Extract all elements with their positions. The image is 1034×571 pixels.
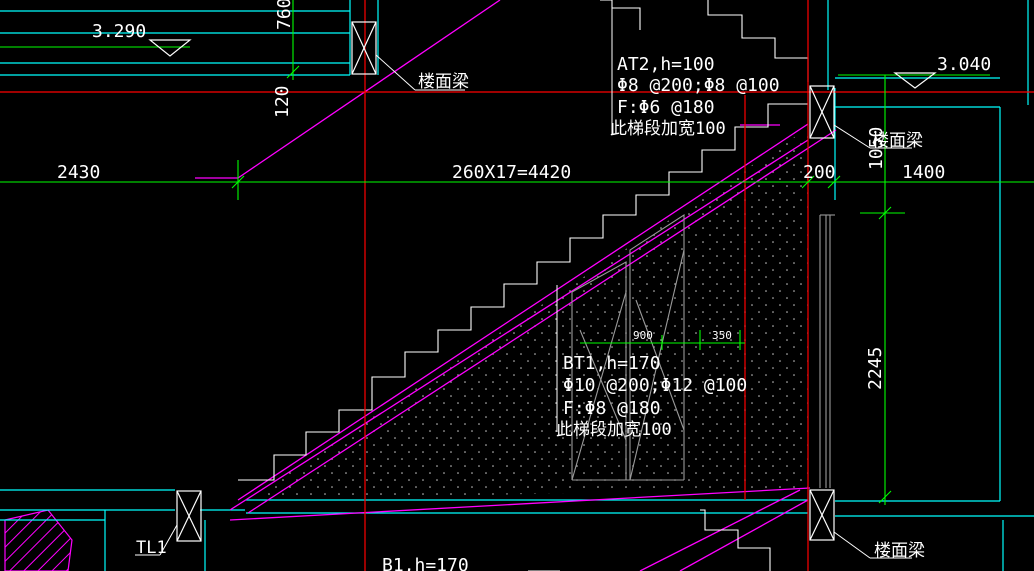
dim-right-span: 1400 [902, 162, 945, 183]
dim-beam-gap: 200 [803, 162, 836, 183]
beam-box-bottom-right [809, 489, 835, 541]
elevation-marker-right [893, 72, 937, 89]
elevation-right: 3.040 [937, 54, 991, 75]
hatched-section [4, 509, 73, 571]
label-floor-beam-right: 楼面梁 [872, 131, 923, 151]
beam-box-bottom-left [176, 490, 202, 542]
at2-title: AT2,h=100 [617, 54, 715, 75]
bt1-note: 此梯段加宽100 [556, 420, 672, 440]
dim-inner-350: 350 [712, 329, 732, 342]
dim-left-span: 2430 [57, 162, 100, 183]
beam-box-top-right [809, 85, 835, 139]
label-column-tl: TL1 [136, 538, 167, 558]
rebar-outline [571, 213, 835, 488]
dim-vertical-2245: 2245 [865, 347, 886, 390]
stair-lines [195, 0, 837, 571]
label-floor-beam-bottom: 楼面梁 [874, 541, 925, 561]
bt1-rebar-main: Φ10 @200;Φ12 @100 [563, 375, 747, 396]
label-b1: B1,h=170 [382, 555, 469, 571]
dimension-lines [0, 0, 1034, 505]
bt1-rebar-dist: F:Φ8 @180 [563, 398, 661, 419]
hidden-line [707, 0, 809, 82]
at2-note: 此梯段加宽100 [610, 119, 726, 139]
elevation-left: 3.290 [92, 21, 146, 42]
dim-stair-run: 260X17=4420 [452, 162, 571, 183]
label-floor-beam-top: 楼面梁 [418, 72, 469, 92]
at2-rebar-main: Φ8 @200;Φ8 @100 [617, 75, 780, 96]
dim-vertical-120: 120 [272, 85, 293, 118]
at2-rebar-dist: F:Φ6 @180 [617, 97, 715, 118]
slab-fill-region [248, 128, 808, 500]
dim-vertical-1050: 1050 [866, 127, 887, 170]
leader-lines [135, 0, 912, 559]
elevation-marker-left [148, 39, 192, 57]
dim-vertical-top: 760 [274, 0, 295, 30]
bt1-title: BT1,h=170 [563, 353, 661, 374]
dim-inner-900: 900 [633, 329, 653, 342]
beam-box-top-left [351, 21, 377, 75]
